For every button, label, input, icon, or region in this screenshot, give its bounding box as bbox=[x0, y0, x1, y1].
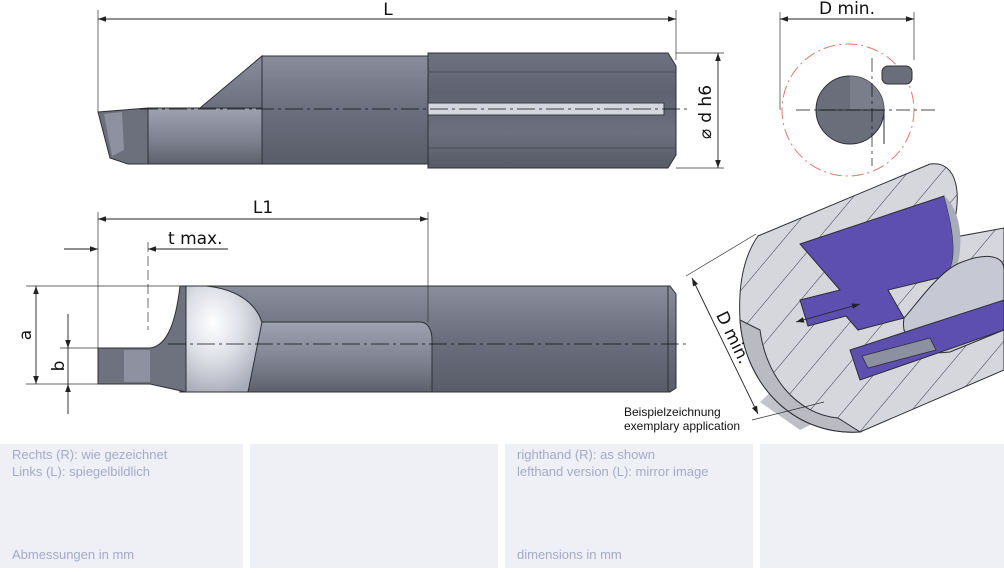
dimension-a: a bbox=[16, 285, 180, 385]
caption-line-1: Beispielzeichnung bbox=[624, 405, 721, 419]
panel-german-line2: Links (L): spiegelbildlich bbox=[12, 464, 151, 479]
dimension-d-h6: ⌀d h6 bbox=[676, 52, 724, 169]
panel-german-empty bbox=[250, 444, 498, 568]
label-b: b bbox=[49, 361, 69, 372]
panel-german-line1: Rechts (R): wie gezeichnet bbox=[12, 447, 168, 462]
caption-line-2: exemplary application bbox=[624, 419, 740, 433]
dimension-L: L bbox=[97, 0, 677, 112]
technical-drawing: L ⌀d h6 D min. L1 bbox=[16, 0, 1004, 433]
panel-english: righthand (R): as shown lefthand version… bbox=[505, 444, 753, 568]
dimension-L1: L1 bbox=[97, 198, 429, 348]
label-a: a bbox=[16, 330, 36, 340]
tool-top-view bbox=[97, 285, 690, 393]
panel-german-units: Abmessungen in mm bbox=[12, 547, 135, 562]
label-L: L bbox=[383, 0, 393, 20]
dimension-b: b bbox=[49, 314, 98, 414]
tool-end-view: D min. bbox=[779, 0, 938, 177]
dimension-t-max: t max. bbox=[64, 229, 228, 330]
label-t-max: t max. bbox=[168, 229, 223, 249]
label-L1: L1 bbox=[253, 198, 273, 218]
exemplary-application-illustration bbox=[739, 163, 1004, 433]
panel-german: Rechts (R): wie gezeichnet Links (L): sp… bbox=[0, 444, 243, 568]
panel-english-empty bbox=[760, 444, 1004, 568]
label-d-h6: ⌀d h6 bbox=[696, 85, 716, 139]
panel-english-units: dimensions in mm bbox=[517, 547, 622, 562]
panel-english-line2: lefthand version (L): mirror image bbox=[517, 464, 709, 479]
label-D-min-top: D min. bbox=[819, 0, 875, 19]
tool-side-view bbox=[97, 52, 690, 169]
panel-english-line1: righthand (R): as shown bbox=[517, 447, 656, 462]
